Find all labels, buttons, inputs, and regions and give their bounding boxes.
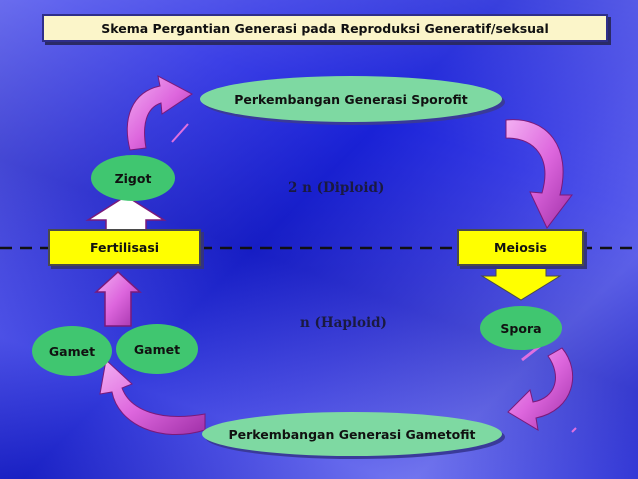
node-fertilisasi: Fertilisasi	[48, 229, 201, 266]
label-diploid: 2 n (Diploid)	[288, 180, 385, 196]
decorative-slash	[521, 344, 541, 362]
curved-arrow-spora-to-gametofit	[507, 347, 574, 431]
label-haploid: n (Haploid)	[300, 315, 387, 331]
node-gamet-left: Gamet	[32, 326, 112, 376]
node-generasi-sporofit: Perkembangan Generasi Sporofit	[200, 76, 502, 122]
node-gamet-right: Gamet	[116, 324, 198, 374]
decorative-slash	[571, 427, 577, 433]
up-arrow-gamet-to-fertilisasi	[94, 270, 142, 327]
up-arrow-fertilisasi-to-zigot	[85, 195, 167, 233]
curved-arrow-sporofit-to-meiosis	[505, 119, 574, 229]
node-generasi-gametofit: Perkembangan Generasi Gametofit	[202, 412, 502, 456]
node-spora: Spora	[480, 306, 562, 350]
node-meiosis: Meiosis	[457, 229, 584, 266]
node-zigot: Zigot	[91, 155, 175, 201]
curved-arrow-zigot-to-sporofit	[126, 75, 193, 151]
down-arrow-meiosis-to-spora	[480, 267, 562, 301]
decorative-slash	[171, 123, 189, 143]
diagram-title: Skema Pergantian Generasi pada Reproduks…	[42, 14, 608, 42]
